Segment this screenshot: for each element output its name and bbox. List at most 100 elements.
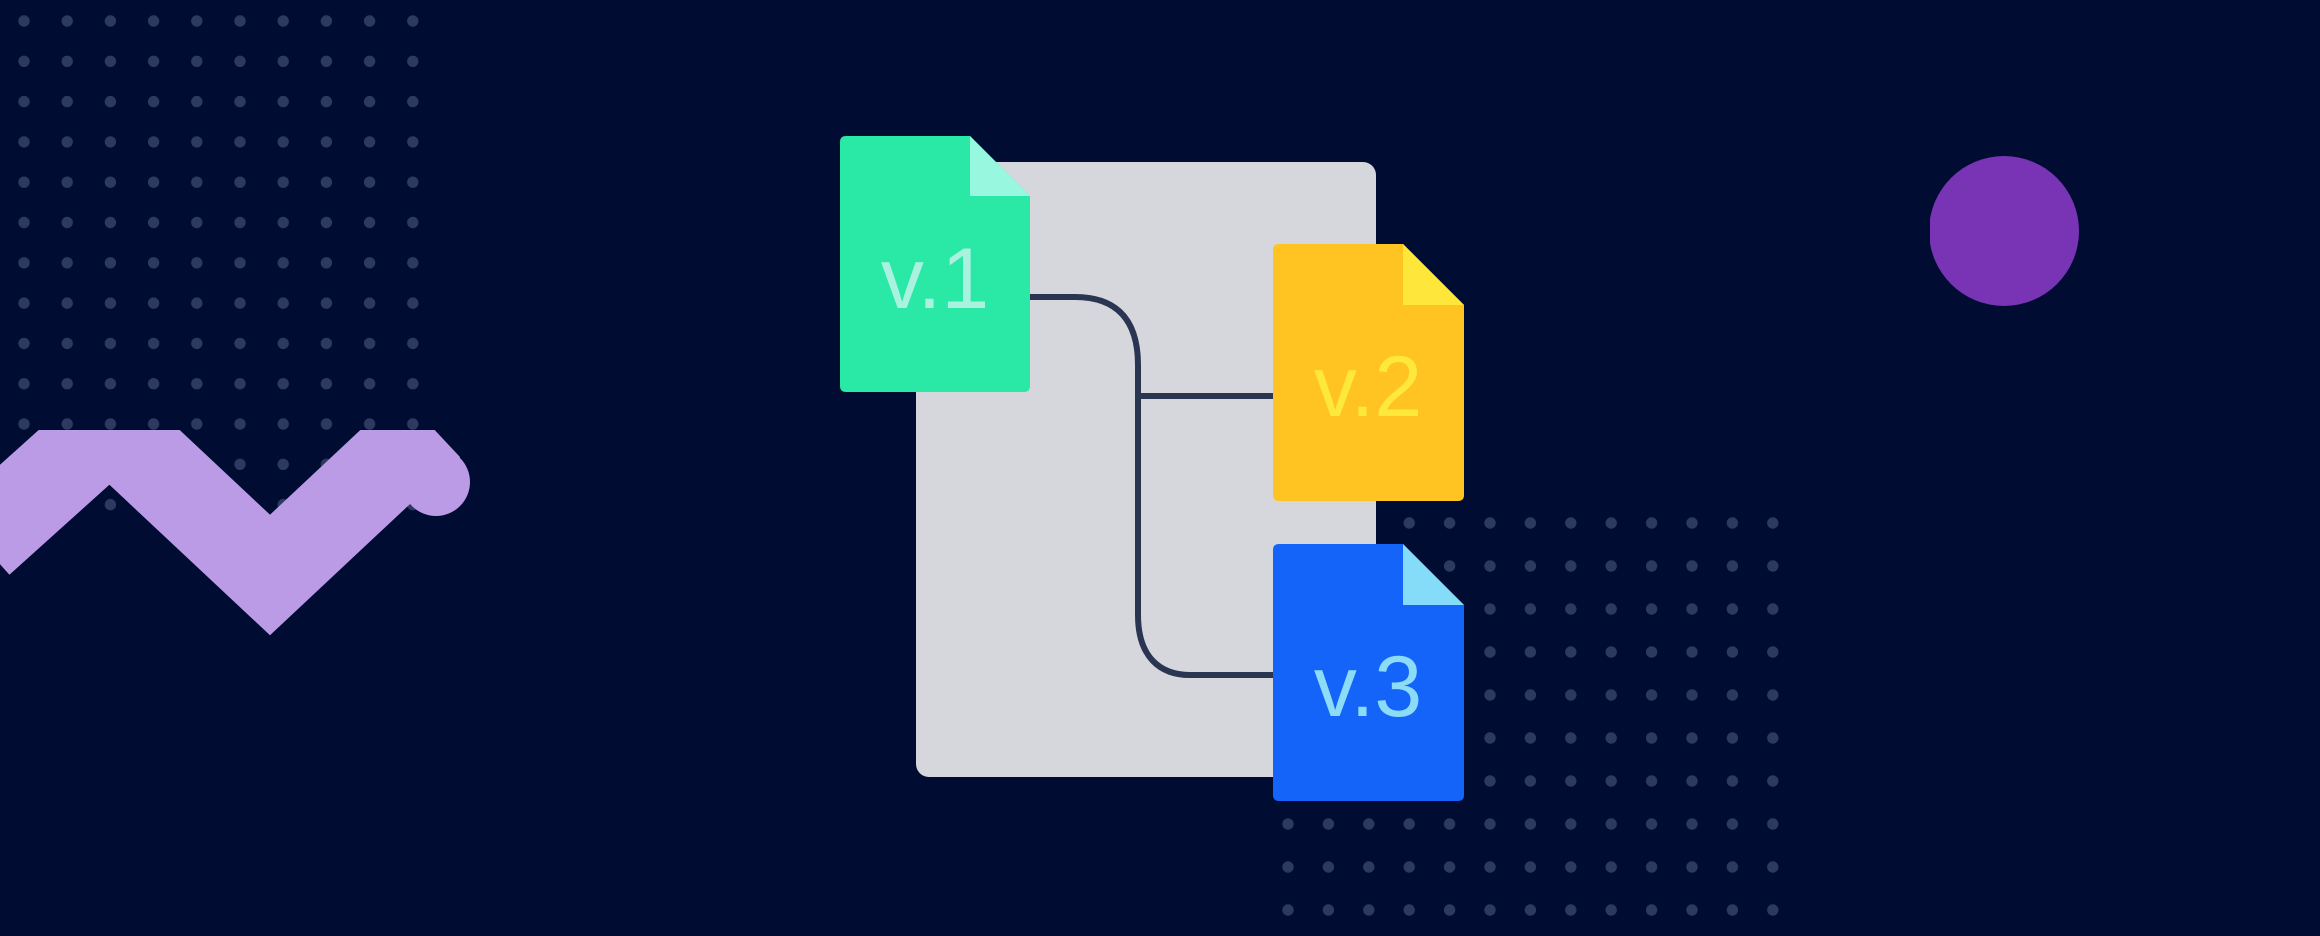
grid-dot — [320, 257, 333, 269]
grid-dot — [1322, 818, 1335, 830]
version-2-file: v.2 — [1273, 244, 1464, 501]
grid-dot — [234, 297, 246, 309]
grid-dot — [234, 418, 246, 430]
grid-dot — [277, 15, 289, 27]
grid-dot — [147, 257, 160, 269]
grid-dot — [1524, 560, 1537, 572]
grid-dot — [191, 378, 203, 390]
grid-dot — [1645, 603, 1658, 615]
grid-dot — [363, 378, 376, 390]
grid-dot — [1322, 861, 1335, 873]
grid-dot — [407, 216, 419, 229]
version-3-label: v.3 — [1314, 639, 1422, 735]
grid-dot — [1767, 775, 1779, 787]
grid-dot — [104, 498, 117, 511]
grid-dot — [320, 136, 333, 148]
grid-dot — [1403, 517, 1415, 529]
grid-dot — [18, 378, 30, 390]
grid-dot — [1484, 904, 1496, 916]
grid-dot — [1565, 818, 1577, 830]
grid-dot — [1767, 603, 1779, 615]
grid-dot — [1726, 603, 1739, 615]
grid-dot — [147, 55, 160, 67]
grid-dot — [1605, 818, 1617, 830]
grid-dot — [1403, 904, 1415, 916]
grid-dot — [277, 136, 289, 148]
grid-dot — [18, 15, 30, 27]
grid-dot — [1605, 732, 1617, 744]
grid-dot — [1363, 818, 1375, 830]
grid-dot — [147, 337, 160, 350]
grid-dot — [1686, 775, 1698, 787]
grid-dot — [18, 297, 30, 309]
grid-dot — [1524, 689, 1537, 701]
grid-dot — [147, 136, 160, 148]
grid-dot — [407, 95, 419, 108]
grid-dot — [18, 216, 30, 229]
grid-dot — [1645, 517, 1658, 529]
grid-dot — [1363, 904, 1375, 916]
grid-dot — [1767, 646, 1779, 658]
grid-dot — [61, 378, 73, 390]
grid-dot — [1686, 689, 1698, 701]
grid-dot — [1645, 818, 1658, 830]
grid-dot — [407, 176, 419, 188]
grid-dot — [234, 458, 246, 470]
grid-dot — [1565, 689, 1577, 701]
grid-dot — [363, 297, 376, 309]
grid-dot — [1767, 904, 1779, 916]
grid-dot — [1565, 603, 1577, 615]
grid-dot — [1484, 732, 1496, 744]
grid-dot — [61, 337, 73, 350]
grid-dot — [320, 337, 333, 350]
grid-dot — [277, 337, 289, 350]
grid-dot — [191, 257, 203, 269]
grid-dot — [1726, 689, 1739, 701]
grid-dot — [61, 136, 73, 148]
grid-dot — [234, 15, 246, 27]
grid-dot — [320, 378, 333, 390]
grid-dot — [320, 176, 333, 188]
grid-dot — [1686, 861, 1698, 873]
grid-dot — [407, 257, 419, 269]
grid-dot — [1443, 560, 1456, 572]
grid-dot — [1726, 904, 1739, 916]
grid-dot — [363, 216, 376, 229]
grid-dot — [1443, 861, 1456, 873]
grid-dot — [18, 418, 30, 430]
grid-dot — [1645, 904, 1658, 916]
grid-dot — [1282, 818, 1294, 830]
grid-dot — [1484, 603, 1496, 615]
grid-dot — [191, 95, 203, 108]
grid-dot — [234, 337, 246, 350]
grid-dot — [1484, 560, 1496, 572]
grid-dot — [1443, 818, 1456, 830]
grid-dot — [363, 136, 376, 148]
grid-dot — [277, 297, 289, 309]
grid-dot — [1767, 861, 1779, 873]
grid-dot — [104, 95, 117, 108]
grid-dot — [363, 15, 376, 27]
grid-dot — [1767, 732, 1779, 744]
grid-dot — [1645, 689, 1658, 701]
grid-dot — [363, 418, 376, 430]
grid-dot — [1767, 818, 1779, 830]
grid-dot — [1645, 861, 1658, 873]
grid-dot — [234, 136, 246, 148]
grid-dot — [1282, 861, 1294, 873]
grid-dot — [1605, 904, 1617, 916]
grid-dot — [147, 95, 160, 108]
grid-dot — [1767, 560, 1779, 572]
grid-dot — [1565, 732, 1577, 744]
grid-dot — [407, 337, 419, 350]
grid-dot — [277, 95, 289, 108]
grid-dot — [1484, 689, 1496, 701]
grid-dot — [104, 176, 117, 188]
grid-dot — [104, 418, 117, 430]
grid-dot — [277, 378, 289, 390]
grid-dot — [1484, 517, 1496, 529]
grid-dot — [61, 95, 73, 108]
grid-dot — [18, 95, 30, 108]
version-1-file: v.1 — [840, 136, 1030, 392]
grid-dot — [363, 337, 376, 350]
